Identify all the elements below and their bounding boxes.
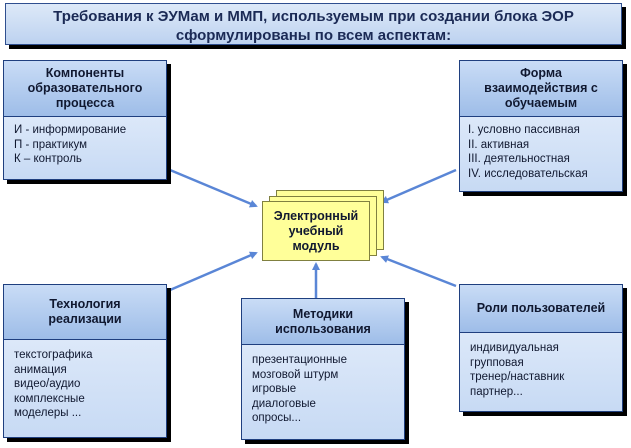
list-item: П - практикум (14, 138, 88, 151)
list-item: мозговой штурм (252, 368, 339, 381)
title-line-1: Требования к ЭУМам и ММП, используемым п… (53, 8, 574, 25)
technology-head-2: реализации (48, 312, 122, 326)
list-item: И - информирование (14, 124, 127, 136)
roles-panel: Роли пользователей индивидуальная группо… (459, 284, 623, 412)
center-line-2: учебный (288, 223, 344, 238)
components-panel: Компоненты образовательного процесса И -… (3, 60, 167, 180)
technology-header: Технология реализации (4, 285, 166, 340)
interaction-head-3: обучаемым (504, 96, 578, 110)
list-item: групповая (470, 356, 524, 369)
list-item: тренер/наставник (470, 371, 565, 383)
list-item: партнер... (470, 385, 523, 398)
diagram-title: Требования к ЭУМам и ММП, используемым п… (5, 3, 622, 45)
methods-panel: Методики использования презентационные м… (241, 298, 405, 440)
list-item: К – контроль (14, 153, 82, 165)
module-sheet-front (262, 201, 370, 261)
components-head-2: образовательного (27, 81, 143, 95)
components-head-1: Компоненты (45, 66, 125, 80)
arrow-roles (380, 255, 457, 288)
list-item: моделеры ... (14, 407, 82, 419)
technology-panel: Технология реализации текстографика аним… (3, 284, 167, 438)
list-item: презентационные (252, 354, 347, 366)
list-item: видео/аудио (14, 378, 81, 390)
roles-body: индивидуальная групповая тренер/наставни… (460, 333, 622, 411)
center-label: Электронный учебный модуль (262, 201, 370, 261)
interaction-head-2: взаимодействия с (484, 81, 598, 95)
components-header: Компоненты образовательного процесса (4, 61, 166, 117)
interaction-head-1: Форма (520, 66, 562, 80)
interaction-body: I. условно пассивная II. активная III. д… (460, 117, 622, 191)
title-line-2: сформулированы по всем аспектам: (175, 27, 452, 44)
methods-head-1: Методики (292, 306, 354, 321)
roles-head-1: Роли пользователей (476, 301, 606, 315)
list-item: IV. исследовательская (468, 167, 588, 180)
list-item: I. условно пассивная (468, 124, 580, 136)
list-item: индивидуальная (470, 342, 559, 354)
list-item: II. активная (468, 138, 530, 151)
list-item: игровые (252, 383, 297, 395)
center-line-1: Электронный (273, 208, 359, 223)
arrow-interaction (380, 168, 457, 204)
arrow-components (169, 168, 258, 208)
methods-header: Методики использования (242, 299, 404, 345)
components-body: И - информирование П - практикум К – кон… (4, 117, 166, 179)
list-item: анимация (14, 363, 67, 376)
technology-head-1: Технология (49, 297, 121, 311)
list-item: комплексные (14, 392, 85, 405)
list-item: III. деятельностная (468, 153, 570, 165)
interaction-panel: Форма взаимодействия с обучаемым I. усло… (459, 60, 623, 192)
center-line-3: модуль (292, 238, 340, 253)
components-head-3: процесса (55, 96, 115, 110)
methods-head-2: использования (275, 321, 371, 336)
interaction-header: Форма взаимодействия с обучаемым (460, 61, 622, 117)
list-item: опросы... (252, 412, 302, 424)
list-item: текстографика (14, 349, 93, 361)
list-item: диалоговые (252, 397, 316, 410)
methods-body: презентационные мозговой штурм игровые д… (242, 345, 404, 439)
technology-body: текстографика анимация видео/аудио компл… (4, 340, 166, 437)
arrow-technology (169, 251, 258, 292)
roles-header: Роли пользователей (460, 285, 622, 333)
